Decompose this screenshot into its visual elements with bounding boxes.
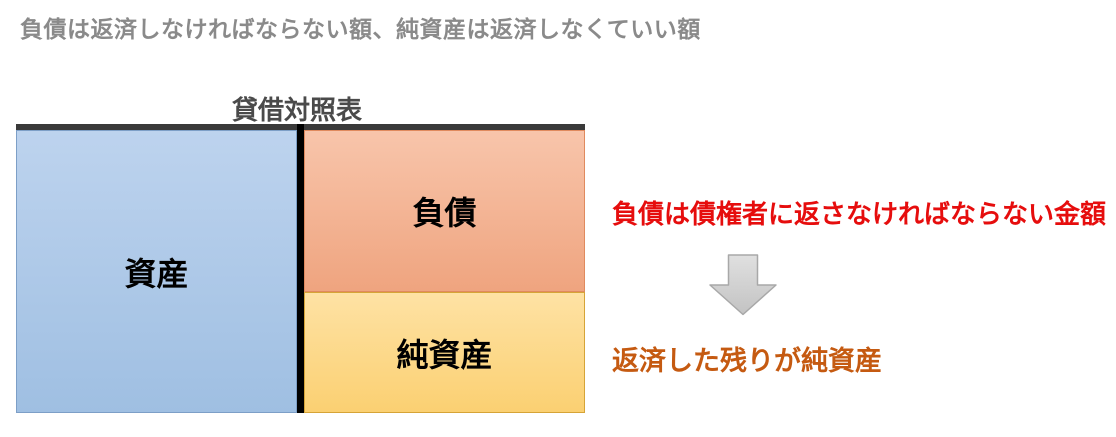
net-assets-box: 純資産 <box>304 292 585 413</box>
assets-label: 資産 <box>124 255 189 292</box>
net-assets-note: 返済した残りが純資産 <box>612 346 882 376</box>
liabilities-label: 負債 <box>412 195 477 231</box>
net-assets-label: 純資産 <box>396 336 493 373</box>
page-title: 負債は返済しなければならない額、純資産は返済しなくていい額 <box>20 16 701 42</box>
balance-sheet-divider <box>297 124 304 413</box>
liabilities-box: 負債 <box>304 130 585 292</box>
balance-sheet-heading: 貸借対照表 <box>232 95 363 125</box>
down-arrow-icon <box>708 254 778 317</box>
balance-sheet-diagram: 資産 負債 純資産 <box>16 124 585 413</box>
assets-box: 資産 <box>16 130 297 413</box>
liabilities-note: 負債は債権者に返さなければならない金額 <box>612 199 1107 229</box>
